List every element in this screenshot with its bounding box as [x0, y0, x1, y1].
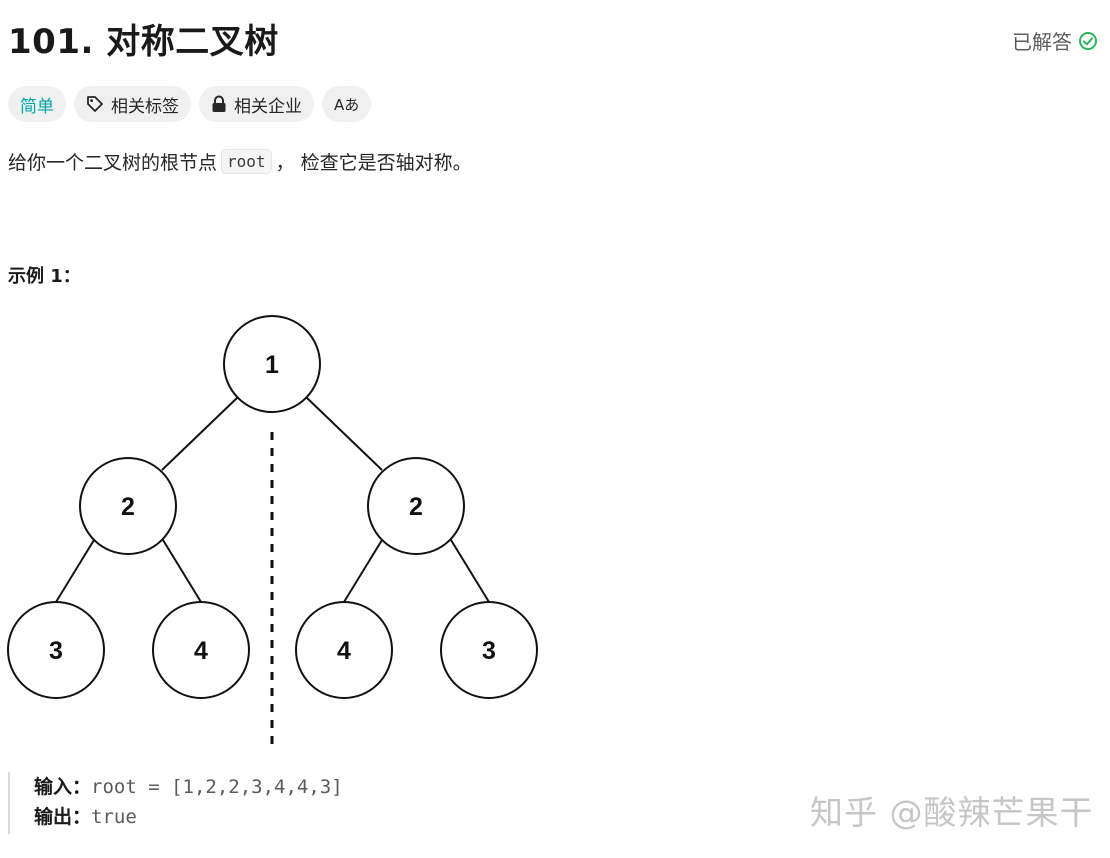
- tree-node-label: 2: [409, 493, 423, 521]
- tree-edge: [162, 539, 202, 603]
- tree-node-label: 3: [49, 637, 63, 665]
- tree-node: 4: [152, 601, 250, 699]
- description-text-end: ， 检查它是否轴对称。: [275, 152, 472, 174]
- tree-node-label: 4: [194, 637, 208, 665]
- description-text-start: 给你一个二叉树的根节点: [8, 152, 218, 174]
- related-companies-button[interactable]: 相关企业: [199, 86, 314, 122]
- tree-node: 3: [440, 601, 538, 699]
- problem-title: 101. 对称二叉树: [8, 22, 279, 62]
- solved-label: 已解答: [1012, 30, 1072, 54]
- inline-code-root: root: [221, 149, 272, 174]
- watermark: 知乎 @酸辣芒果干: [810, 793, 1094, 832]
- tree-node-label: 1: [265, 351, 279, 379]
- output-value: true: [91, 806, 137, 828]
- tree-node: 4: [295, 601, 393, 699]
- tree-edge: [305, 396, 383, 471]
- difficulty-tag[interactable]: 简单: [8, 86, 66, 122]
- output-line: 输出：true: [34, 802, 343, 832]
- tree-node-label: 3: [482, 637, 496, 665]
- tree-node-label: 4: [337, 637, 351, 665]
- input-line: 输入：root = [1,2,2,3,4,4,3]: [34, 772, 343, 802]
- lock-icon: [211, 95, 227, 113]
- input-label: 输入：: [34, 776, 92, 798]
- tree-edge: [343, 539, 383, 603]
- related-tags-label: 相关标签: [111, 96, 179, 117]
- symmetric-tree-diagram: 1 2 2 3 4 4 3: [7, 315, 538, 748]
- tree-node: 2: [367, 457, 465, 555]
- solved-status: 已解答: [1012, 26, 1098, 55]
- tag-bar: 简单 相关标签 相关企业 Aあ: [8, 86, 372, 122]
- related-companies-label: 相关企业: [234, 96, 302, 117]
- tree-edge: [55, 539, 95, 603]
- tree-edge: [450, 539, 490, 603]
- tree-node: 3: [7, 601, 105, 699]
- example-title: 示例 1：: [8, 266, 81, 287]
- input-value: root = [1,2,2,3,4,4,3]: [91, 776, 343, 798]
- translate-button[interactable]: Aあ: [322, 86, 372, 122]
- problem-description: 给你一个二叉树的根节点 root ， 检查它是否轴对称。: [8, 148, 472, 175]
- tag-icon: [86, 95, 104, 113]
- check-circle-icon: [1078, 31, 1098, 51]
- translate-icon: Aあ: [334, 95, 360, 114]
- difficulty-label: 简单: [20, 96, 54, 117]
- related-tags-button[interactable]: 相关标签: [74, 86, 191, 122]
- tree-edge: [161, 396, 239, 471]
- tree-node: 2: [79, 457, 177, 555]
- output-label: 输出：: [34, 806, 92, 828]
- tree-node-label: 2: [121, 493, 135, 521]
- example-io-block: 输入：root = [1,2,2,3,4,4,3] 输出：true: [8, 772, 343, 834]
- tree-node: 1: [223, 315, 321, 413]
